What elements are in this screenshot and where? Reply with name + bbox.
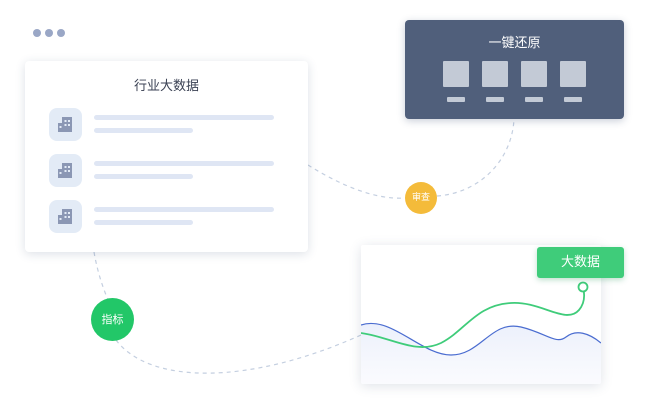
industry-data-card: 行业大数据 (25, 61, 308, 252)
restore-slot (560, 61, 586, 87)
list-item (49, 200, 289, 234)
placeholder-line (94, 174, 193, 179)
restore-slot (482, 61, 508, 87)
restore-title: 一键还原 (488, 36, 541, 51)
trend-chart (361, 281, 601, 384)
window-dot (33, 29, 41, 37)
restore-slot (443, 61, 469, 87)
index-badge[interactable]: 指标 (91, 298, 134, 341)
trend-line-blue (361, 322, 601, 356)
restore-slot-label (486, 97, 504, 102)
restore-slot-label (447, 97, 465, 102)
big-data-tag[interactable]: 大数据 (537, 247, 624, 278)
industry-data-title: 行业大数据 (133, 79, 199, 94)
trend-area (361, 323, 601, 384)
connector-left-to-index (93, 251, 109, 301)
list-item (49, 154, 289, 188)
building-icon (49, 200, 82, 233)
connector-left-to-review (307, 164, 406, 199)
placeholder-line (94, 161, 274, 166)
window-dot (57, 29, 65, 37)
window-dots (33, 29, 73, 39)
placeholder-line (94, 220, 193, 225)
building-icon (49, 154, 82, 187)
trend-line-green (361, 286, 586, 348)
placeholder-line (94, 207, 274, 212)
restore-slot-label (525, 97, 543, 102)
building-icon (49, 108, 82, 141)
placeholder-line (94, 115, 274, 120)
connector-review-to-restore (436, 118, 515, 197)
placeholder-line (94, 128, 193, 133)
restore-slot (521, 61, 547, 87)
window-dot (45, 29, 53, 37)
restore-slot-label (564, 97, 582, 102)
list-item (49, 108, 289, 142)
one-click-restore-card[interactable]: 一键还原 (405, 20, 624, 119)
connector-index-to-chart (115, 334, 362, 374)
review-badge[interactable]: 审查 (405, 182, 437, 214)
trend-point-marker (577, 281, 589, 293)
